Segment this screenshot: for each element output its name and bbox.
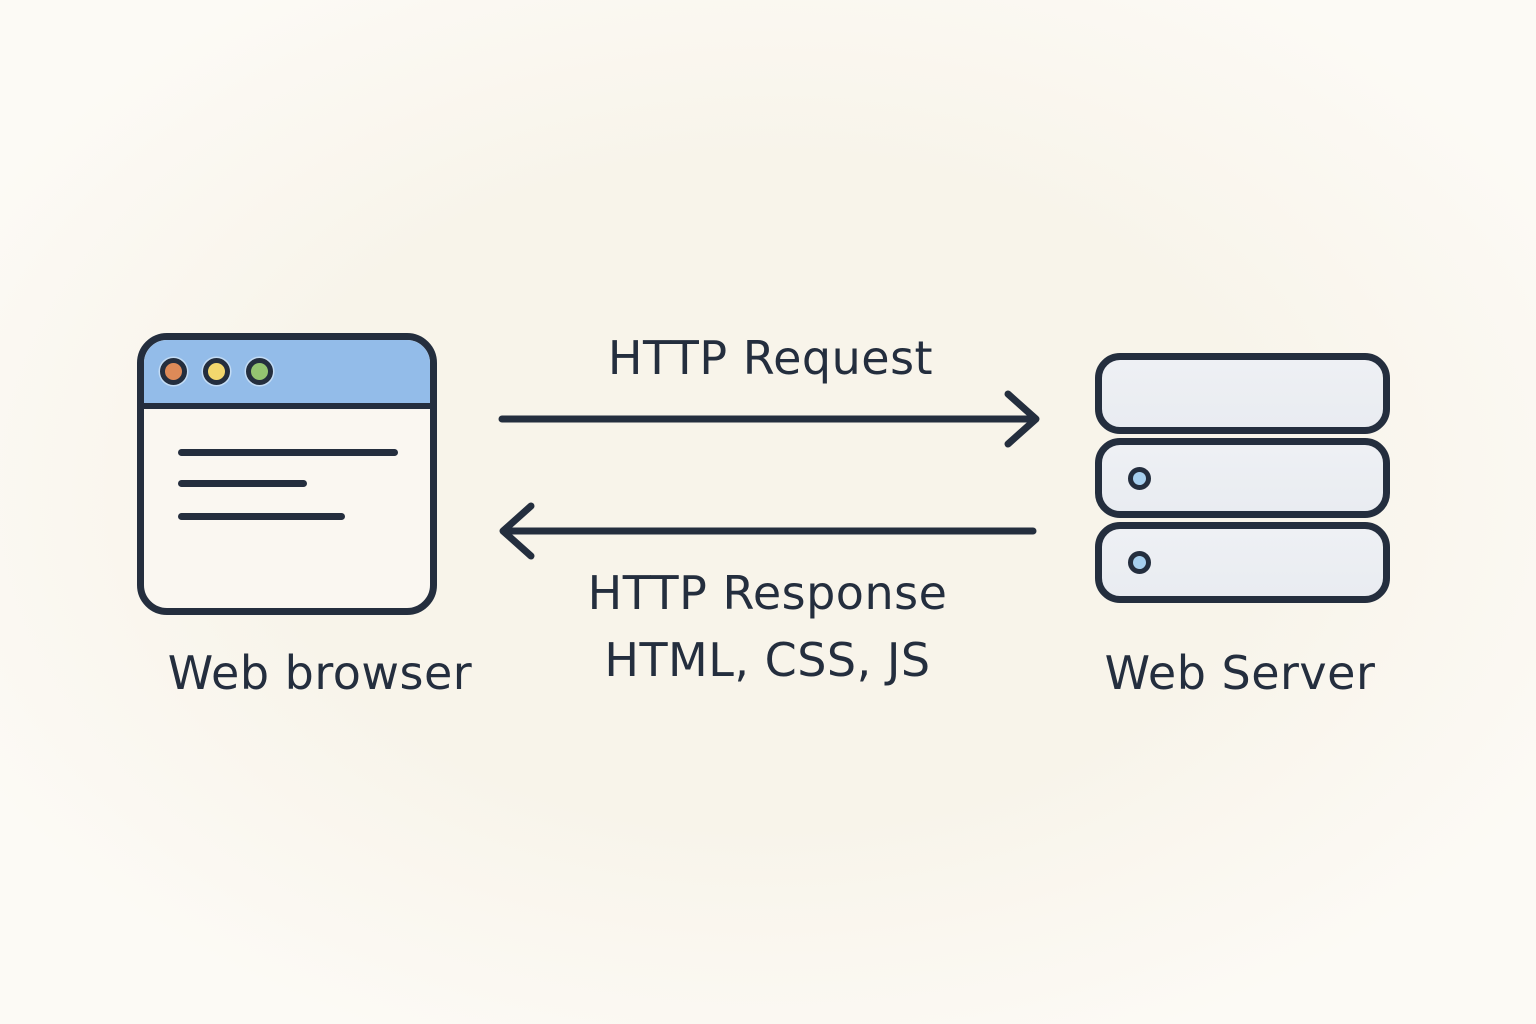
- http-response-label: HTTP Response HTML, CSS, JS: [495, 560, 1040, 694]
- http-request-label: HTTP Request: [607, 331, 934, 385]
- http-request-arrow: [498, 390, 1040, 448]
- window-control-green-icon: [246, 358, 273, 385]
- server-rack-unit: [1095, 353, 1390, 434]
- browser-content-line: [178, 513, 345, 520]
- server-rack-unit: [1095, 437, 1390, 519]
- server-node-label: Web Server: [1104, 646, 1376, 700]
- server-led-icon: [1128, 551, 1151, 575]
- browser-window-icon: [137, 333, 437, 615]
- server-stack-icon: [1095, 353, 1390, 604]
- http-response-label-line2: HTML, CSS, JS: [604, 633, 931, 687]
- window-control-yellow-icon: [203, 358, 230, 385]
- browser-content-line: [178, 449, 398, 456]
- window-control-red-icon: [160, 358, 187, 385]
- server-led-icon: [1128, 466, 1151, 490]
- browser-titlebar: [144, 340, 430, 409]
- browser-content-line: [178, 480, 307, 487]
- http-response-label-line1: HTTP Response: [587, 566, 948, 620]
- http-response-arrow: [499, 502, 1037, 560]
- browser-node-label: Web browser: [167, 646, 473, 700]
- server-rack-unit: [1095, 522, 1390, 604]
